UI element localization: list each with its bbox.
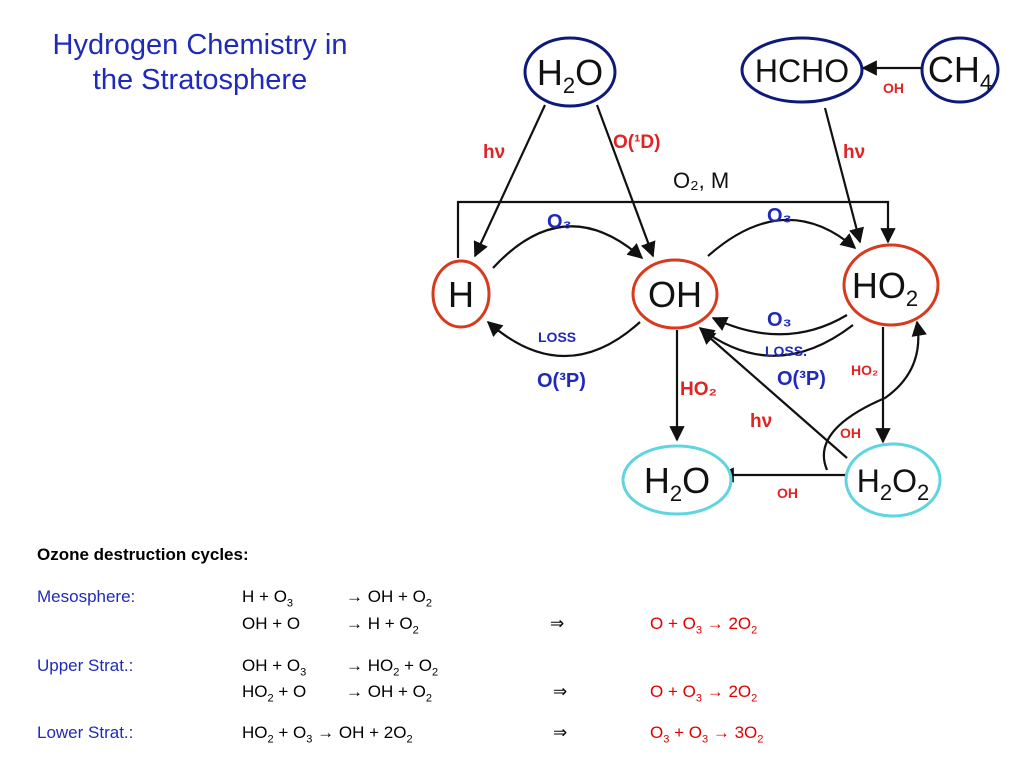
svg-text:HCHO: HCHO <box>755 53 849 89</box>
label-hv-left: hν <box>483 142 505 163</box>
label-o3-right-lower: O₃ <box>767 309 792 331</box>
svg-text:CH4: CH4 <box>928 49 992 95</box>
svg-text:HO2: HO2 <box>852 265 918 311</box>
upper-implies: ⇒ <box>553 682 568 701</box>
title-line-2: the Stratosphere <box>92 64 308 96</box>
upper-strat-label: Upper Strat.: <box>37 656 134 675</box>
label-loss-left: LOSS <box>538 329 576 345</box>
meso-net-reaction: O + O3 → 2O2 <box>650 614 758 637</box>
upper-reaction-2-left: HO2 + O <box>242 682 307 705</box>
node-h: H <box>431 259 491 329</box>
upper-reaction-1-right: → HO2 + O2 <box>346 656 439 679</box>
upper-net-reaction: O + O3 → 2O2 <box>650 682 758 705</box>
reaction-arrows <box>456 60 927 483</box>
arrow-oh-to-h-loss <box>486 320 641 358</box>
svg-text:H: H <box>448 274 474 315</box>
label-o3p-left: O(³P) <box>537 370 586 392</box>
mesosphere-label: Mesosphere: <box>37 587 136 606</box>
label-ho2-mid: HO₂ <box>680 379 717 400</box>
node-ch4: CH4 <box>920 36 1000 104</box>
slide-title: Hydrogen Chemistry in the Stratosphere <box>10 28 390 98</box>
arrow-h-to-oh-o3 <box>492 225 644 269</box>
hydrogen-cycle-diagram: H2O HCHO CH4 H OH HO2 H2O H2O2 hν O(¹D) … <box>431 36 1000 518</box>
lower-implies: ⇒ <box>553 723 568 742</box>
arrow-ho2-to-oh-o3 <box>711 314 848 336</box>
upper-reaction-1-left: OH + O3 <box>242 656 307 679</box>
arrow-h2o-to-h <box>473 104 546 258</box>
label-oh-bottom: OH <box>777 485 798 501</box>
arrow-h2o2-to-oh-hv <box>699 328 848 459</box>
label-oh-ch4: OH <box>883 80 904 96</box>
node-h2o-product: H2O <box>621 444 733 516</box>
label-hv-right: hν <box>843 142 865 163</box>
arrow-hcho-to-ho2 <box>823 107 864 244</box>
svg-text:H2O2: H2O2 <box>857 463 930 505</box>
arrow-h2o-to-oh <box>595 104 656 258</box>
meso-reaction-2-left: OH + O <box>242 614 301 633</box>
label-loss-right: LOSS. <box>765 343 807 359</box>
node-h2o2: H2O2 <box>844 442 942 518</box>
meso-reaction-1-left: H + O3 <box>242 587 294 610</box>
title-line-1: Hydrogen Chemistry in <box>52 29 348 61</box>
label-ho2-right: HO₂ <box>851 362 878 378</box>
lower-strat-label: Lower Strat.: <box>37 723 134 742</box>
label-oh-right: OH <box>840 425 861 441</box>
node-ho2: HO2 <box>842 243 940 327</box>
arrow-h-to-ho2-o2m <box>456 200 896 258</box>
node-h2o-source: H2O <box>523 36 617 108</box>
label-o3-right-top: O₃ <box>767 205 792 227</box>
node-oh: OH <box>631 258 719 330</box>
svg-text:H2O: H2O <box>537 52 603 98</box>
meso-reaction-1-right: → OH + O2 <box>346 587 432 610</box>
arrow-h2o2-to-ho2-oh <box>822 320 927 471</box>
arrow-ho2-to-oh-loss <box>698 324 854 357</box>
svg-text:OH: OH <box>648 274 702 315</box>
meso-reaction-2-right: → H + O2 <box>346 614 419 637</box>
label-o2m: O₂, M <box>673 168 729 193</box>
label-o3p-right: O(³P) <box>777 368 826 390</box>
label-hv-mid: hν <box>750 411 772 432</box>
svg-text:H2O: H2O <box>644 460 710 506</box>
upper-reaction-2-right: → OH + O2 <box>346 682 432 705</box>
cycles-heading: Ozone destruction cycles: <box>37 545 249 564</box>
label-o1d: O(¹D) <box>613 132 660 153</box>
lower-reaction-1: HO2 + O3 → OH + 2O2 <box>242 723 413 746</box>
node-hcho: HCHO <box>740 36 864 104</box>
meso-implies: ⇒ <box>550 614 565 633</box>
arrow-oh-to-ho2-o3 <box>707 218 857 257</box>
label-o3-left: O₃ <box>547 211 572 233</box>
lower-net-reaction: O3 + O3 → 3O2 <box>650 723 764 746</box>
